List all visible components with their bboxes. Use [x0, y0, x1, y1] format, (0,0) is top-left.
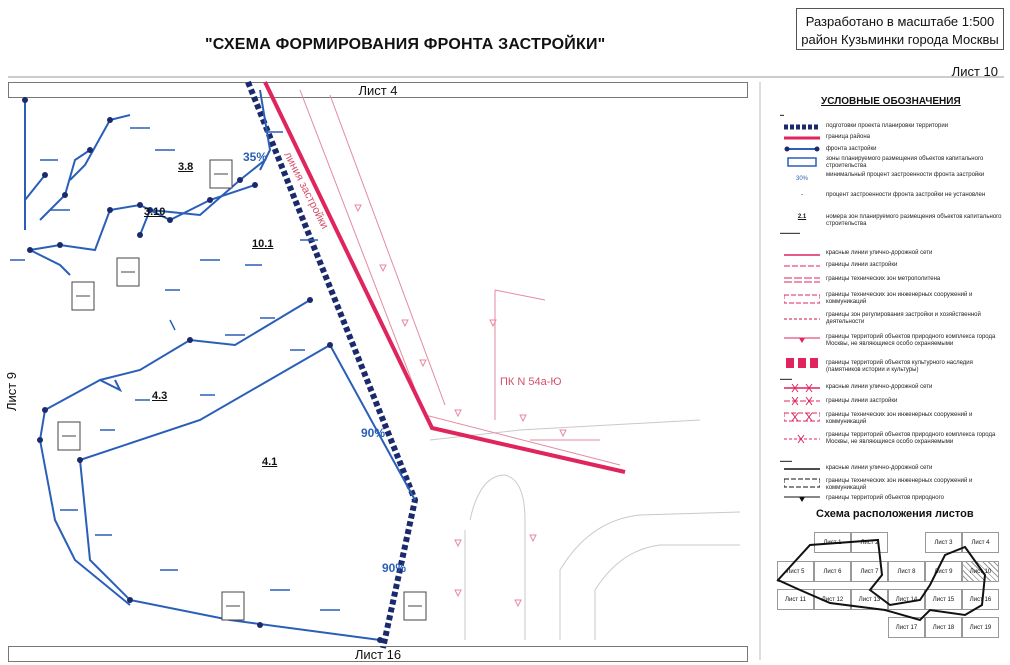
legend-symbol-regulation: [784, 318, 820, 320]
sheet-bottom-bar: Лист 16: [8, 646, 748, 662]
legend-section-mark: ▬▬▬▬▬: [780, 230, 800, 235]
legend-symbol-front: [784, 146, 820, 152]
scale-line-1: Разработано в масштабе 1:500: [805, 14, 995, 29]
zone-label-3-10: 3.10: [144, 206, 166, 218]
zone-nodes: [22, 97, 383, 643]
scale-line-2: район Кузьминки города Москвы: [801, 32, 999, 47]
legend-item: границы технических зон инженерных соору…: [826, 292, 973, 305]
legend-symbol-nature: [784, 337, 820, 343]
legend-symbol-red-line: [784, 254, 820, 256]
zone-label-3-8: 3.8: [178, 161, 194, 173]
legend-section-mark: ▬: [780, 112, 784, 117]
percent-label: 35%: [243, 150, 268, 164]
sheet-cell: Лист 18: [925, 617, 962, 638]
legend-symbol-metro: [784, 277, 820, 283]
legend-item: границы линии застройки: [826, 262, 898, 268]
legend-symbol-building-line: [784, 265, 820, 267]
sheet-cell: Лист 19: [962, 617, 999, 638]
legend-symbol-district: [784, 136, 820, 140]
sheet-number: Лист 10: [951, 64, 998, 79]
legend-item: зоны планируемого размещения объектов ка…: [826, 156, 984, 169]
legend-symbol-new-nature: [784, 496, 820, 502]
sheet-cell: Лист 4: [962, 532, 999, 553]
legend-item: подготовки проекта планировки территории: [826, 123, 949, 129]
legend-item: граница района: [826, 134, 870, 140]
legend-item: границы территорий объектов культурного …: [826, 360, 973, 373]
legend-item: красные линии улично-дорожной сети: [826, 465, 933, 471]
legend-item: границы линии застройки: [826, 398, 898, 404]
legend-symbol-new-red-line: [784, 468, 820, 470]
legend-symbol-new-utility: [784, 478, 820, 488]
legend-section-mark: ▬▬▬: [780, 458, 792, 463]
sheet-cell: Лист 11: [777, 589, 814, 610]
sheet-cell: Лист 15: [925, 589, 962, 610]
sheet-layout-outline: [776, 538, 987, 622]
page-title: "СХЕМА ФОРМИРОВАНИЯ ФРОНТА ЗАСТРОЙКИ": [205, 36, 606, 53]
legend-item: границы зон регулирования застройки и хо…: [826, 312, 981, 325]
sheet-bottom-label: Лист 16: [354, 647, 402, 662]
sheet-cell: Лист 17: [888, 617, 925, 638]
legend-item: красные линии улично-дорожной сети: [826, 384, 933, 390]
road-outlines: [429, 419, 741, 640]
sheet-top-bar: Лист 4: [8, 82, 748, 98]
percent-label: 90%: [382, 561, 407, 575]
zone-label-4-1: 4.1: [262, 456, 278, 468]
legend-item: границы территорий объектов природного к…: [826, 432, 996, 445]
legend-item: границы территорий объектов природного к…: [826, 334, 996, 347]
legend-title: УСЛОВНЫЕ ОБОЗНАЧЕНИЯ: [821, 96, 961, 107]
legend-item: фронта застройки: [826, 146, 877, 152]
legend-symbol-cancel-utility: [784, 412, 820, 422]
legend-section-mark: ▬▬▬: [780, 376, 792, 381]
sheet-top-label: Лист 4: [358, 83, 398, 98]
legend-item: красные линии улично-дорожной сети: [826, 250, 933, 256]
scale-box: Разработано в масштабе 1:500 район Кузьм…: [796, 8, 1004, 50]
legend-item: процент застроенности фронта застройки н…: [826, 192, 986, 198]
sheet-cell: Лист 16: [962, 589, 999, 610]
legend-symbol-cancel-nature: [784, 434, 820, 444]
dash-marks: [10, 127, 340, 611]
legend-item: границы технических зон инженерных соору…: [826, 478, 973, 491]
pk-label: ПК N 54а-Ю: [500, 376, 562, 388]
zone-markers: [57, 159, 427, 621]
percent-label: 90%: [361, 426, 386, 440]
legend-item: границы территорий объектов природного: [826, 495, 944, 501]
sheet-cell-current: Лист 10: [962, 561, 999, 582]
zone-label-10-1: 10.1: [252, 238, 274, 250]
legend-symbol-cancel-building-line: [784, 396, 820, 406]
legend-sample-percent: 30%: [795, 176, 808, 182]
sheet-cell: Лист 8: [888, 561, 925, 582]
legend-symbol-heritage: [786, 358, 818, 368]
legend-no-percent-mark: -: [801, 192, 803, 198]
legend: УСЛОВНЫЕ ОБОЗНАЧЕНИЯ ▬ подготовки проект…: [764, 82, 1004, 512]
legend-item: границы технических зон метрополитена: [826, 276, 941, 282]
legend-item: номера зон планируемого размещения объек…: [826, 214, 1002, 227]
zone-label-4-3: 4.3: [152, 390, 168, 402]
legend-item: границы технических зон инженерных соору…: [826, 412, 973, 425]
sheet-cell: Лист 7: [851, 561, 888, 582]
sheet-cell: Лист 6: [814, 561, 851, 582]
legend-item: минимальный процент застроенности фронта…: [826, 172, 985, 178]
pink-triangles: [354, 204, 567, 608]
district-border: [263, 81, 626, 474]
legend-sample-zone: 2.1: [797, 214, 807, 220]
pink-lines: [299, 89, 621, 466]
legend-symbol-zone: [787, 157, 817, 167]
legend-symbol-planning: [784, 124, 820, 130]
legend-symbol-cancel-red-line: [784, 383, 820, 393]
legend-symbol-utility: [784, 294, 820, 304]
sheet-layout-title: Схема расположения листов: [816, 508, 974, 520]
sheet-cell: Лист 3: [925, 532, 962, 553]
